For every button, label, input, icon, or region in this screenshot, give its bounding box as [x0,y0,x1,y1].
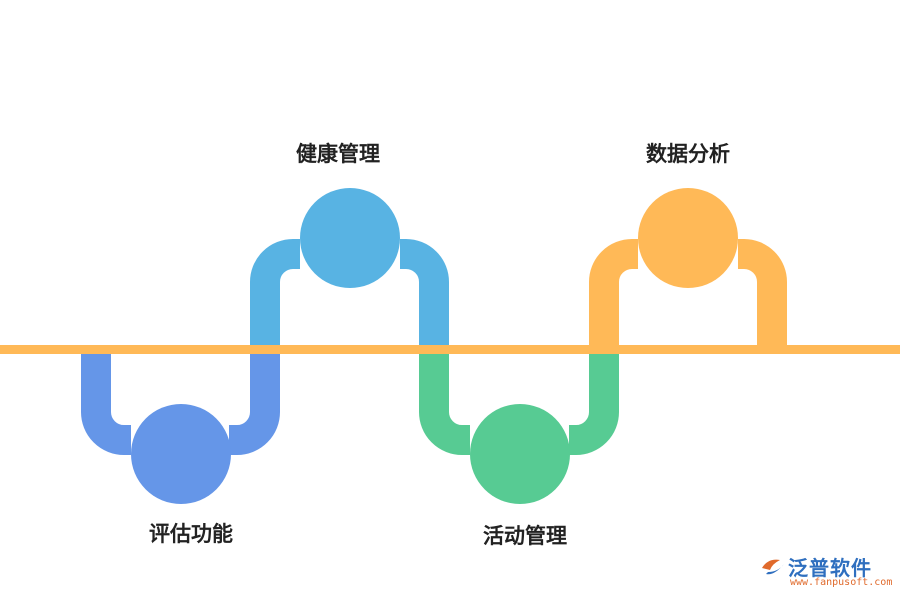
loop-health-right [400,239,449,350]
node-label-analysis: 数据分析 [646,142,730,166]
node-label-activity: 活动管理 [483,524,567,548]
node-analysis-circle [638,188,738,288]
loop-analysis-left [589,239,638,350]
brand-url: www.fanpusoft.com [790,577,893,588]
timeline-line [0,345,900,354]
loop-health-left [250,239,300,350]
brand-watermark: 泛普软件 www.fanpusoft.com [760,552,892,592]
loop-activity-right [569,350,619,455]
node-label-evaluate: 评估功能 [149,522,233,546]
loop-activity-left [419,350,470,455]
loop-evaluate-right [229,350,280,455]
node-activity-circle [470,404,570,504]
node-label-health: 健康管理 [296,142,380,166]
loop-analysis-right [738,239,787,350]
brand-name: 泛普软件 [788,556,872,580]
brand-logo-icon [762,559,784,575]
loop-evaluate [81,350,131,455]
node-health-circle [300,188,400,288]
node-evaluate-circle [131,404,231,504]
